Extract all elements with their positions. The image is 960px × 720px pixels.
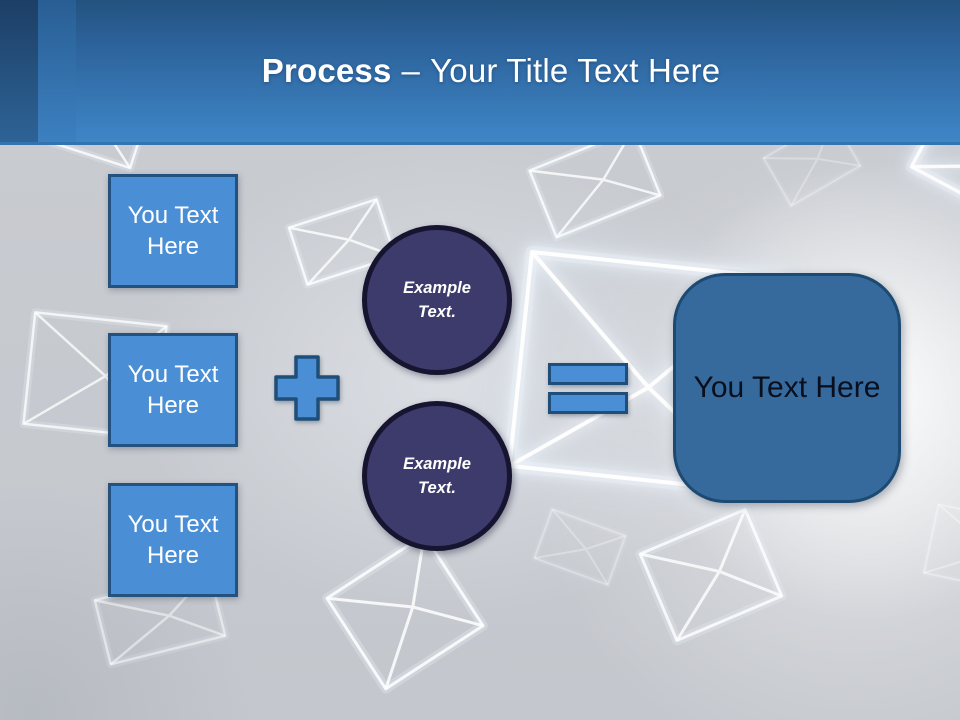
envelope-icon [322,530,488,694]
input-box-3-label: You Text Here [127,511,219,569]
envelope-icon [920,501,960,599]
result-box-label: You Text Here [693,371,881,404]
input-box-3[interactable]: You Text Here [108,483,238,597]
input-box-2-label: You Text Here [127,361,219,419]
title-separator: – [401,52,421,89]
header-accent-stripe-light [38,0,76,142]
title-rest-text: Your Title Text Here [430,52,721,89]
header-accent-stripe-dark [0,0,38,142]
envelope-icon [635,504,787,646]
header-band: Process–Your Title Text Here [0,0,960,145]
example-circle-2-label: Example Text. [403,455,471,497]
equals-bar-top [548,363,628,385]
envelope-icon [531,506,629,588]
example-circle-2[interactable]: Example Text. [362,401,512,551]
plus-shape[interactable] [272,353,342,423]
plus-icon [274,355,340,421]
equals-bar-bottom [548,392,628,414]
slide-title[interactable]: Process–Your Title Text Here [262,52,721,90]
input-box-2[interactable]: You Text Here [108,333,238,447]
equals-shape[interactable] [548,363,628,414]
input-box-1-label: You Text Here [127,202,219,260]
result-box[interactable]: You Text Here [673,273,901,503]
input-box-1[interactable]: You Text Here [108,174,238,288]
example-circle-1-label: Example Text. [403,279,471,321]
example-circle-1[interactable]: Example Text. [362,225,512,375]
title-bold-text: Process [261,52,392,89]
